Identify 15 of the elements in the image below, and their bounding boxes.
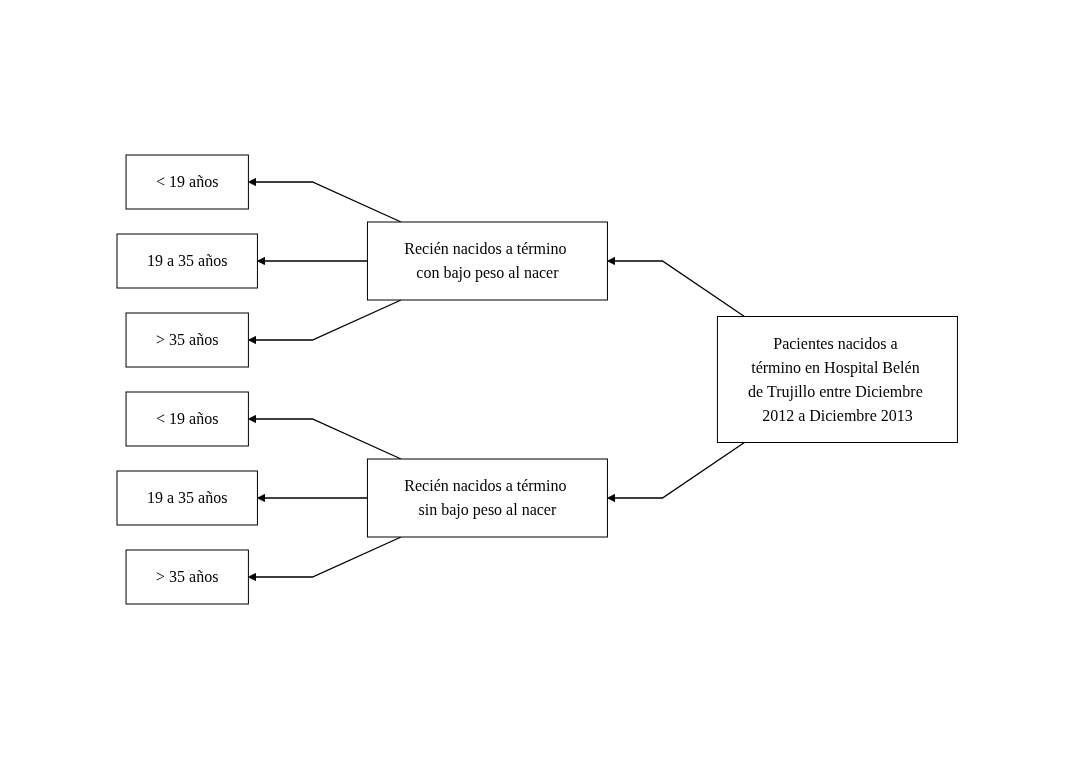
node-box: Pacientes nacidos a término en Hospital Belén de Trujillo entre Diciembre 2012 a Diciembre 2013: [716, 316, 958, 443]
node-box: 19 a 35 años: [116, 470, 258, 526]
arrow: [247, 414, 402, 460]
arrow: [256, 256, 368, 266]
node-box: 19 a 35 años: [116, 233, 258, 289]
node-box: > 35 años: [125, 312, 249, 368]
node-box: < 19 años: [125, 391, 249, 447]
arrow: [256, 493, 368, 503]
node-box: Recién nacidos a término con bajo peso al nacer: [366, 221, 608, 301]
arrow: [606, 256, 745, 318]
node-box: > 35 años: [125, 549, 249, 605]
arrow: [606, 441, 745, 503]
node-box: < 19 años: [125, 154, 249, 210]
node-box: Recién nacidos a término sin bajo peso al nacer: [366, 458, 608, 538]
arrow: [247, 177, 402, 223]
